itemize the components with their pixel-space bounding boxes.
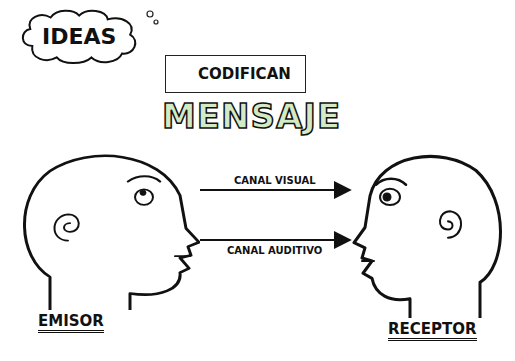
head-outline: [55, 214, 79, 240]
head-outline: [24, 156, 199, 310]
head-outline: [135, 189, 153, 205]
receiver-head: RECEPTOR: [350, 140, 510, 341]
process-box: CODIFICAN: [165, 55, 306, 93]
role-label: RECEPTOR: [388, 321, 477, 341]
cloud-shape: [23, 11, 135, 63]
head-outline: [362, 260, 374, 262]
head-drawing: [10, 145, 200, 310]
node-text: IDEAS: [42, 24, 116, 49]
sender-head: EMISOR: [10, 145, 200, 333]
head-outline: [354, 156, 501, 318]
channel-arrow: [200, 239, 350, 241]
role-label: EMISOR: [38, 313, 104, 333]
node-text: CODIFICAN: [198, 65, 291, 83]
thought-bubble: [147, 11, 153, 17]
head-outline: [140, 190, 146, 195]
head-outline: [376, 179, 406, 185]
idea-cloud: IDEAS: [18, 8, 140, 65]
channel-arrow: [200, 189, 350, 191]
head-outline: [383, 193, 391, 201]
head-drawing: [350, 140, 510, 318]
message-word: MENSAJE: [162, 96, 341, 136]
message-band: MENSAJE: [158, 96, 345, 136]
thought-bubble: [154, 20, 158, 24]
head-outline: [380, 189, 400, 205]
channel-label: CANAL AUDITIVO: [224, 245, 325, 256]
channel-label: CANAL VISUAL: [231, 175, 319, 186]
head-outline: [440, 211, 461, 237]
head-outline: [175, 255, 190, 257]
head-outline: [128, 176, 160, 181]
